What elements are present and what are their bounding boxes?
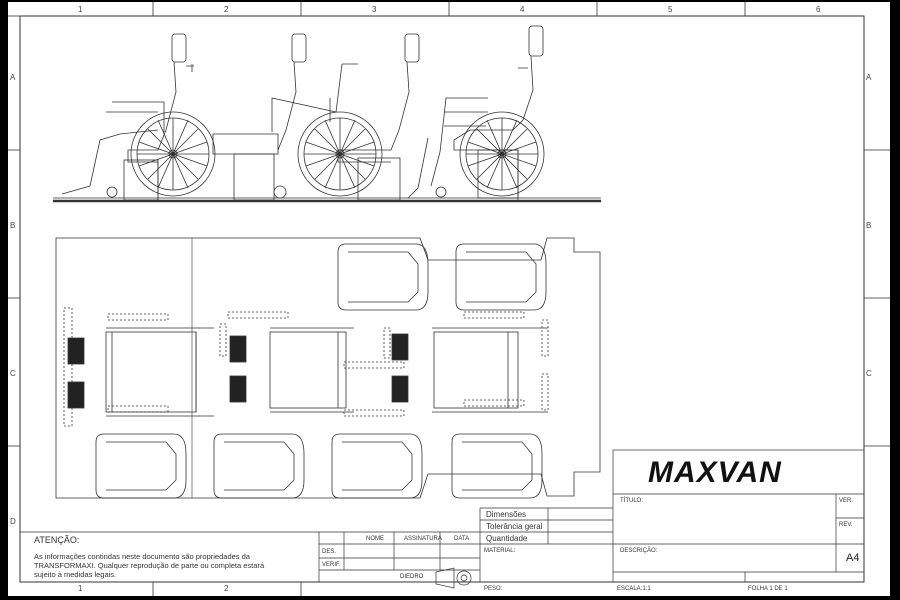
- dimensoes-label: Dimensões: [486, 510, 527, 519]
- zone-label-top-4: 4: [520, 5, 525, 14]
- row-verif: VERIF.: [322, 562, 341, 568]
- floor-outline: [55, 237, 601, 499]
- zone-label-left-d: D: [10, 517, 16, 526]
- titulo-label: TÍTULO:: [620, 498, 644, 504]
- column-assinatura: ASSINATURA: [404, 536, 442, 542]
- wheelchair-3: [383, 311, 549, 413]
- folha-label: FOLHA 1 DE 1: [748, 586, 788, 592]
- maxvan-logo: MAXVAN: [648, 456, 782, 489]
- material-label: MATERIAL:: [484, 548, 516, 554]
- zone-label-top-5: 5: [668, 5, 673, 14]
- column-nome: NOME: [366, 536, 384, 542]
- ver-label: VER.: [839, 498, 854, 504]
- fixed-seats-top: [337, 243, 547, 311]
- side-seat-3: [337, 33, 429, 201]
- sheet-size: A4: [846, 552, 860, 564]
- title-block: [20, 449, 865, 589]
- sheet-frame: [8, 2, 890, 596]
- zone-label-bottom-1: 1: [78, 584, 83, 593]
- attention-text-line-2: TRANSFORMAXI. Qualquer reprodução de par…: [34, 561, 265, 570]
- rev-label: REV.: [839, 522, 853, 528]
- wheelchair-1: [63, 307, 214, 427]
- tolerancia-label: Tolerância geral: [486, 522, 543, 531]
- attention-label: ATENÇÃO:: [34, 535, 80, 545]
- zone-label-right-b: B: [866, 221, 872, 230]
- quantidade-label: Quantidade: [486, 534, 528, 543]
- zone-label-bottom-2: 2: [224, 584, 229, 593]
- technical-drawing: [8, 2, 890, 596]
- descricao-label: DESCRIÇÃO:: [620, 548, 658, 554]
- peso-label: PESO:: [484, 586, 503, 592]
- projection-symbol: [435, 567, 472, 589]
- escala-label: ESCALA:1:1: [617, 586, 651, 592]
- attention-text-line-3: sujeito à medidas legais.: [34, 570, 117, 579]
- zone-label-left-b: B: [10, 221, 16, 230]
- side-seat-1: [61, 33, 216, 201]
- side-seat-4: [430, 25, 545, 200]
- zone-label-left-a: A: [10, 73, 16, 82]
- zone-label-right-c: C: [866, 369, 872, 378]
- zone-label-left-c: C: [10, 369, 16, 378]
- diedro-label: DIEDRO: [400, 574, 424, 580]
- top-view: [55, 237, 601, 499]
- zone-label-top-1: 1: [78, 5, 83, 14]
- drawing-sheet: 1 2 3 4 5 6 1 2 A B C D A B C MAXVAN ATE…: [8, 2, 890, 596]
- fixed-seats-bottom: [95, 433, 543, 499]
- zone-label-top-6: 6: [816, 5, 821, 14]
- wheelchair-2: [219, 311, 405, 417]
- zone-label-right-a: A: [866, 73, 872, 82]
- zone-label-top-3: 3: [372, 5, 377, 14]
- column-data: DATA: [454, 536, 470, 542]
- zone-label-top-2: 2: [224, 5, 229, 14]
- row-des: DES.: [322, 549, 337, 555]
- attention-text-line-1: As informações contindas neste documento…: [34, 552, 250, 561]
- side-seat-2: [212, 33, 383, 201]
- side-view: [53, 25, 601, 203]
